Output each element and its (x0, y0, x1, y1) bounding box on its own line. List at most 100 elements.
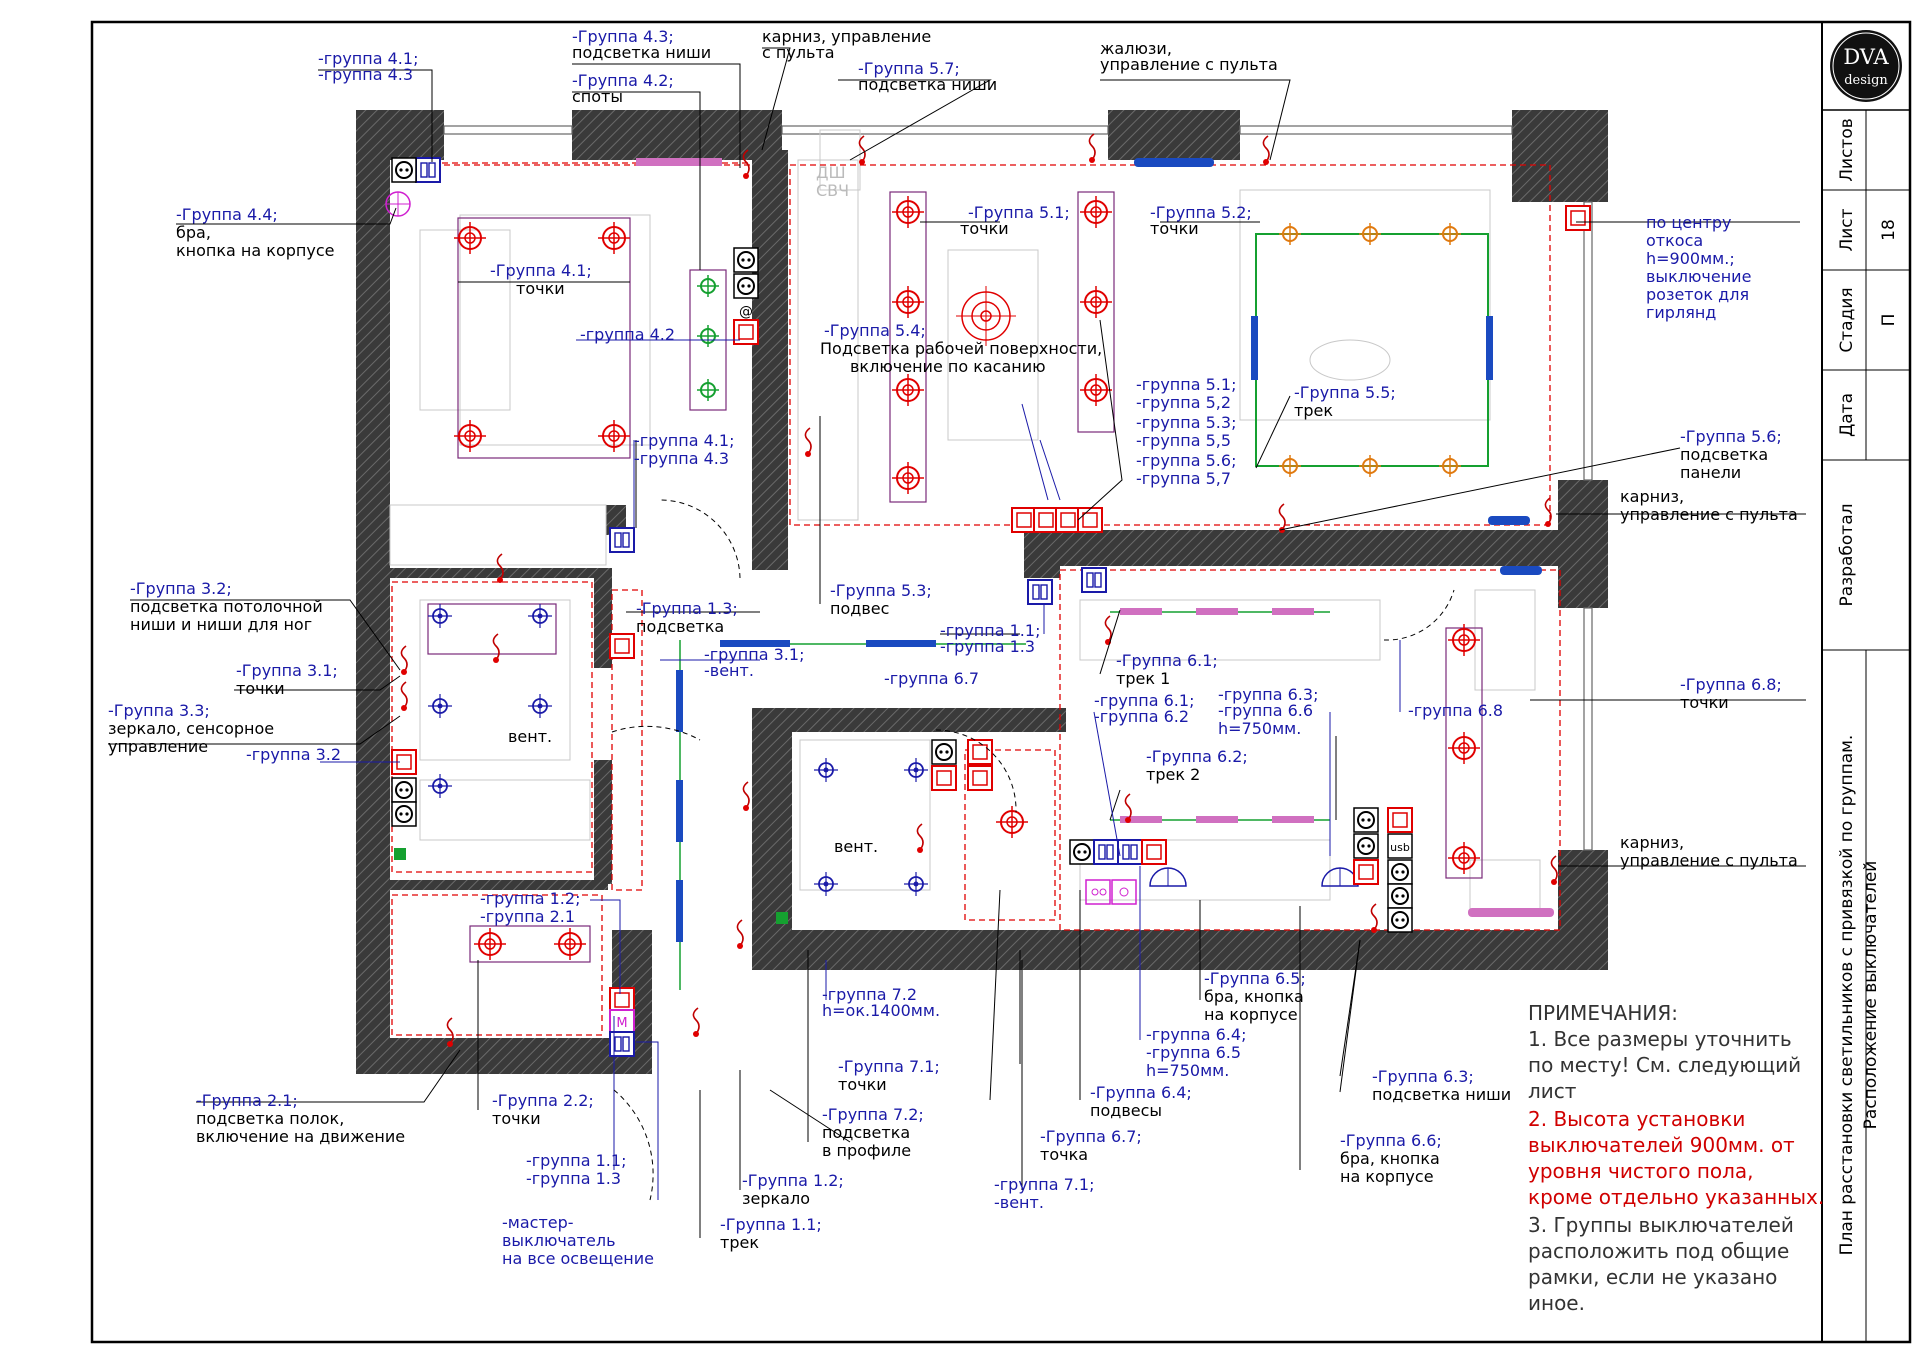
label-27: гирлянд (1646, 303, 1716, 322)
usb-outlet-label: usb (1390, 841, 1410, 854)
notes-header: ПРИМЕЧАНИЯ: (1528, 1001, 1678, 1025)
track-1-1 (676, 640, 1026, 990)
windows (443, 125, 1593, 851)
label-65: зеркало, сенсорное (108, 719, 274, 738)
label-45: -группа 4.3 (634, 449, 729, 468)
label-15: -Группа 4.1; (490, 261, 592, 280)
label-62: -Группа 6.8; (1680, 675, 1782, 694)
label-19: точки (960, 219, 1009, 238)
label-101: -Группа 7.2; (822, 1105, 924, 1124)
label-95: подсветка ниши (1372, 1085, 1511, 1104)
label-72: h=750мм. (1218, 719, 1301, 738)
label-49: -Группа 1.3; (636, 599, 738, 618)
cornice-motor-2 (1488, 516, 1530, 525)
label-0: -группа 4.1; (318, 49, 418, 68)
kitchen-spots (889, 191, 1115, 503)
appliance-svch: СВЧ (816, 181, 849, 200)
bedroom-spots-4-1 (453, 217, 631, 459)
label-69: -группа 6.2 (1094, 707, 1189, 726)
label-1: -группа 4.3 (318, 65, 413, 84)
label-6: карниз, управление (762, 27, 931, 46)
label-57: -Группа 3.1; (236, 661, 338, 680)
sheet-frame (90, 20, 1912, 1344)
label-86: на корпусе (1204, 1005, 1298, 1024)
label-89: h=750мм. (1146, 1061, 1229, 1080)
label-37: -Группа 5.5; (1294, 383, 1396, 402)
tv-outlet-at: @ (739, 304, 753, 320)
label-16: точки (516, 279, 565, 298)
note-1-line1: 1. Все размеры уточнить (1528, 1027, 1792, 1051)
label-4: -Группа 4.2; (572, 71, 674, 90)
logo: DVA design (1830, 30, 1902, 102)
label-68: -группа 6.1; (1094, 691, 1194, 710)
label-103: в профиле (822, 1141, 911, 1160)
label-9: подсветка ниши (858, 75, 997, 94)
title-list-value: 18 (1879, 219, 1899, 241)
label-26: розеток для (1646, 285, 1749, 304)
master-switch-m: M (616, 1016, 627, 1031)
label-110: -группа 1.3 (526, 1169, 621, 1188)
label-81: -группа 2.1 (480, 907, 575, 926)
label-29: Подсветка рабочей поверхности, (820, 339, 1102, 358)
tracks-6-1-6-2 (1110, 608, 1330, 823)
label-115: -мастер- (502, 1213, 574, 1232)
note-3-line2: расположить под общие (1528, 1239, 1789, 1263)
label-23: откоса (1646, 231, 1703, 250)
label-63: точки (1680, 693, 1729, 712)
label-78: карниз, (1620, 833, 1684, 852)
label-119: трек (720, 1233, 759, 1252)
label-104: -Группа 6.7; (1040, 1127, 1142, 1146)
label-21: точки (1150, 219, 1199, 238)
label-41: панели (1680, 463, 1741, 482)
label-90: -Группа 7.1; (838, 1057, 940, 1076)
label-77: вент. (834, 837, 878, 856)
note-3-line3: рамки, если не указано (1528, 1265, 1777, 1289)
label-14: кнопка на корпусе (176, 241, 334, 260)
label-48: ниши и ниши для ног (130, 615, 312, 634)
switches: @ usb M (391, 157, 1591, 1057)
label-13: бра, (176, 223, 211, 242)
title-razrabotal-label: Разработал (1837, 504, 1857, 607)
label-93: подвесы (1090, 1101, 1162, 1120)
label-31: -группа 5.1; (1136, 375, 1236, 394)
label-87: -группа 6.4; (1146, 1025, 1246, 1044)
panel-light-strip (1468, 908, 1554, 917)
label-106: -Группа 6.6; (1340, 1131, 1442, 1150)
note-3-line4: иное. (1528, 1291, 1585, 1315)
cornice-motor (1134, 158, 1214, 167)
label-58: точки (236, 679, 285, 698)
label-11: управление с пульта (1100, 55, 1278, 74)
label-5: споты (572, 87, 623, 106)
label-91: точки (838, 1075, 887, 1094)
label-32: -группа 5,2 (1136, 393, 1231, 412)
ceiling-niche-contours (391, 162, 1561, 1036)
label-64: -Группа 3.3; (108, 701, 210, 720)
label-50: подсветка (636, 617, 724, 636)
furniture-outlines (389, 129, 1541, 911)
label-52: подвес (830, 599, 889, 618)
label-107: бра, кнопка (1340, 1149, 1440, 1168)
bathroom-spots-3-1 (427, 603, 557, 799)
label-44: -группа 4.1; (634, 431, 734, 450)
label-100: точки (492, 1109, 541, 1128)
label-118: -Группа 1.1; (720, 1215, 822, 1234)
label-20: -Группа 5.2; (1150, 203, 1252, 222)
label-66: управление (108, 737, 208, 756)
title-listov-label: Листов (1837, 118, 1857, 182)
label-17: -группа 4.2 (580, 325, 675, 344)
pendant-5-3 (956, 286, 1016, 346)
sheet-title-line1: План расстановки светильников с привязко… (1837, 735, 1857, 1256)
label-92: -Группа 6.4; (1090, 1083, 1192, 1102)
leader-lines-blue (320, 339, 1401, 1200)
note-1-line2: по месту! См. следующий (1528, 1053, 1801, 1077)
label-84: -Группа 6.5; (1204, 969, 1306, 988)
note-3-line1: 3. Группы выключателей (1528, 1213, 1794, 1237)
title-stadiya-value: П (1879, 314, 1899, 327)
label-2: -Группа 4.3; (572, 27, 674, 46)
walls (356, 110, 1608, 1074)
cornice-motor-3 (1500, 566, 1542, 575)
label-79: управление с пульта (1620, 851, 1798, 870)
label-117: на все освещение (502, 1249, 654, 1268)
